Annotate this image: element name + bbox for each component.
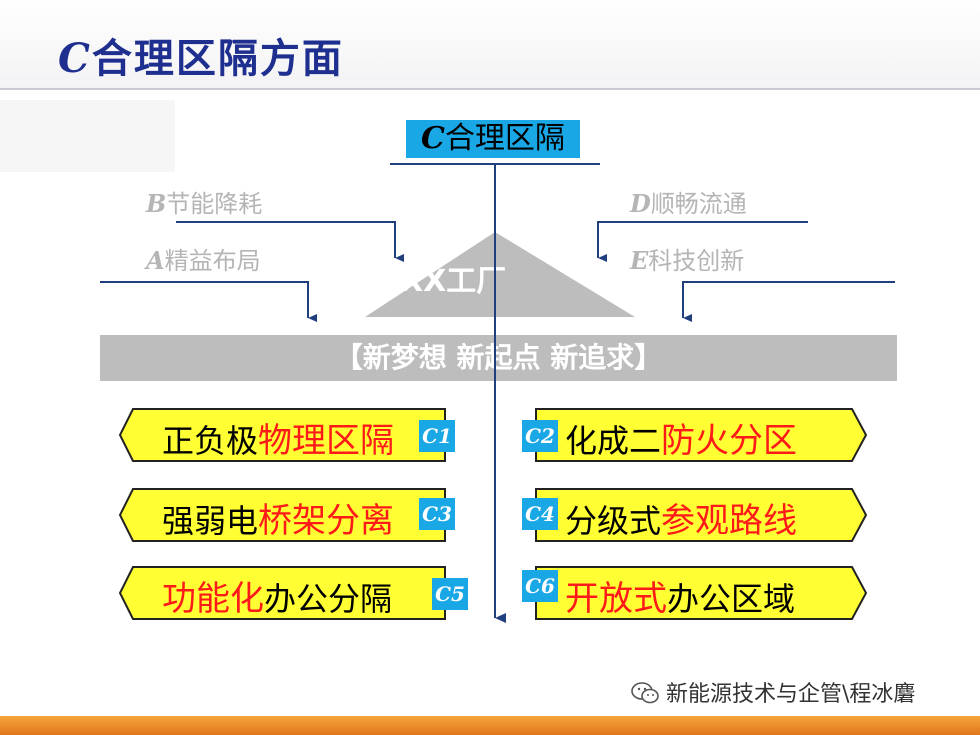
background-panel xyxy=(0,100,175,172)
title-text: 合理区隔方面 xyxy=(91,36,344,82)
code-c5: C5 xyxy=(432,578,468,610)
title-prefix: C xyxy=(58,35,92,82)
label-b-text: 节能降耗 xyxy=(166,190,263,218)
code-c6: C6 xyxy=(522,570,558,602)
label-b: B节能降耗 xyxy=(146,184,262,219)
pill-c3 xyxy=(118,488,446,542)
footer-bar xyxy=(0,716,980,735)
label-e: E科技创新 xyxy=(630,241,744,276)
code-c3: C3 xyxy=(419,498,455,530)
watermark-text: 新能源技术与企管\程冰麏 xyxy=(666,682,916,707)
label-a-text: 精益布局 xyxy=(164,247,261,275)
label-e-letter: E xyxy=(630,246,649,275)
pill-c5 xyxy=(118,566,446,620)
label-d-letter: D xyxy=(630,189,651,218)
pill-c1 xyxy=(118,408,446,462)
watermark: 新能源技术与企管\程冰麏 xyxy=(630,676,915,708)
label-d: D顺畅流通 xyxy=(630,184,747,219)
code-c1: C1 xyxy=(419,420,455,452)
label-a: A精益布局 xyxy=(146,241,261,276)
connector-e xyxy=(682,281,895,322)
pill-c2 xyxy=(535,408,868,462)
center-tag-text: 合理区隔 xyxy=(444,121,565,156)
item-c2-text: 化成二防火分区 xyxy=(565,421,798,461)
factory-label: XX工厂 xyxy=(400,264,507,299)
item-c6-text: 开放式办公区域 xyxy=(565,579,796,619)
item-c4-text: 分级式参观路线 xyxy=(565,501,798,541)
center-tag: C合理区隔 xyxy=(406,120,580,158)
code-c2: C2 xyxy=(522,420,558,452)
item-c3-text: 强弱电桥架分离 xyxy=(162,501,395,541)
label-a-letter: A xyxy=(146,246,165,275)
label-e-text: 科技创新 xyxy=(648,247,745,275)
pill-c6 xyxy=(535,566,868,620)
center-tag-prefix: C xyxy=(421,121,445,156)
pill-c4 xyxy=(535,488,868,542)
page-title: C合理区隔方面 xyxy=(58,26,344,84)
code-c4: C4 xyxy=(522,498,558,530)
label-d-text: 顺畅流通 xyxy=(650,190,747,218)
connector-d xyxy=(597,221,808,262)
slide-header: C合理区隔方面 xyxy=(0,0,980,90)
item-c1-text: 正负极物理区隔 xyxy=(162,421,395,461)
label-b-letter: B xyxy=(146,189,167,218)
connector-a xyxy=(100,281,317,322)
factory-triangle xyxy=(365,232,635,317)
item-c5-text: 功能化办公分隔 xyxy=(162,579,393,619)
connector-b xyxy=(176,221,404,262)
slogan-banner: 【新梦想 新起点 新追求】 xyxy=(100,335,897,381)
wechat-icon xyxy=(631,682,659,704)
